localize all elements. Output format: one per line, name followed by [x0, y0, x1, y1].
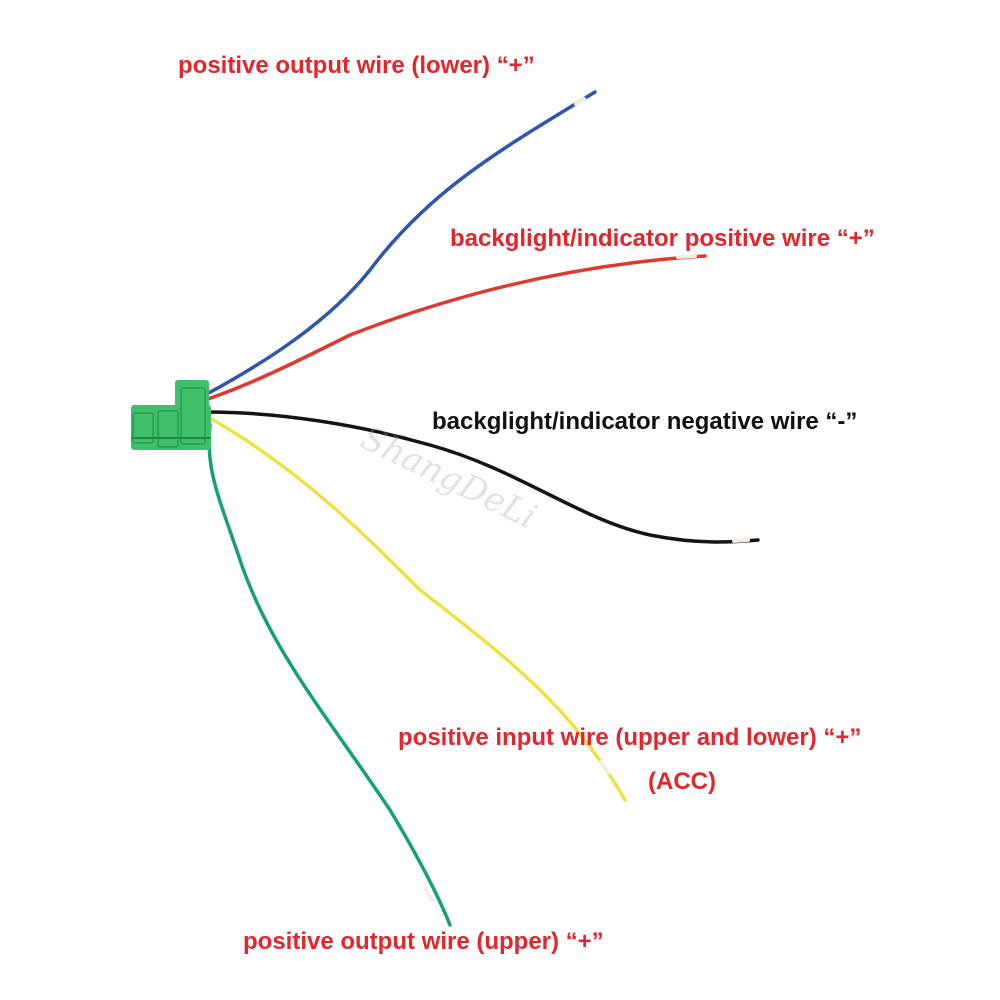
label-positive-output-lower: positive output wire (lower) “+”: [178, 52, 535, 79]
label-positive-input-acc: (ACC): [648, 768, 716, 795]
blue-wire: [203, 90, 597, 397]
black-wire: [204, 410, 760, 544]
wires: [203, 90, 760, 927]
yellow-wire: [208, 416, 627, 802]
blue-wire-tip: [574, 97, 586, 106]
green-connector: [131, 380, 211, 450]
black-wire-tip: [732, 538, 750, 543]
yellow-wire-tip: [599, 760, 610, 775]
label-positive-input: positive input wire (upper and lower) “+…: [398, 724, 862, 751]
green-wire: [207, 423, 452, 927]
green-wire-tip: [424, 888, 434, 902]
red-wire-tip: [676, 254, 697, 259]
label-positive-output-upper: positive output wire (upper) “+”: [243, 928, 604, 955]
label-backlight-positive: backglight/indicator positive wire “+”: [450, 225, 875, 252]
red-wire: [203, 254, 707, 402]
label-backlight-negative: backglight/indicator negative wire “-”: [432, 408, 858, 435]
